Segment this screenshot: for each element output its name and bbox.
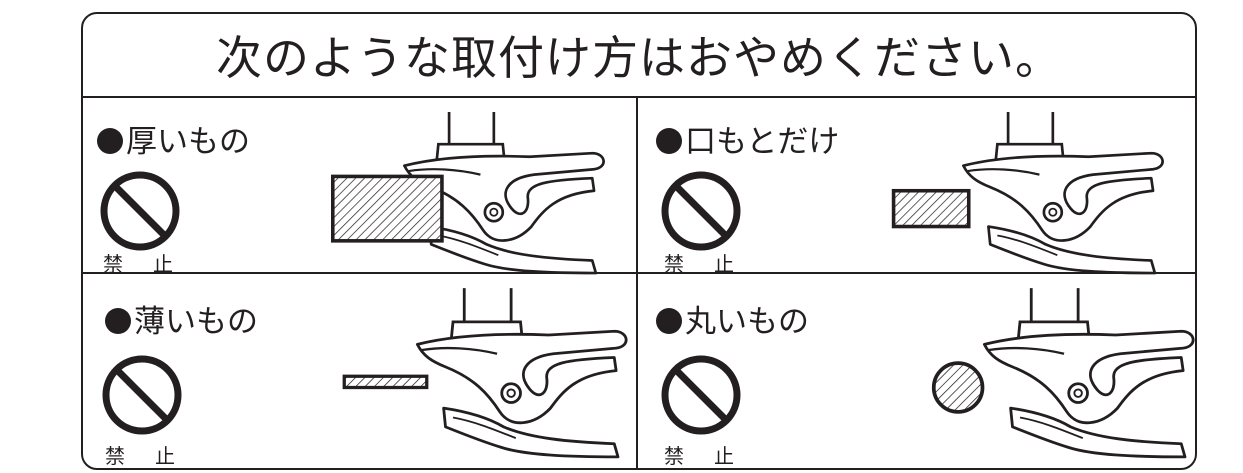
panel-label: 口もとだけ — [656, 116, 839, 161]
clip-icon — [342, 288, 628, 459]
title-divider — [83, 96, 1195, 98]
prohibition-icon — [661, 171, 741, 251]
thin-object — [342, 374, 429, 390]
bullet-icon — [656, 308, 682, 334]
panel-round: 丸いもの 禁止 — [638, 274, 1195, 468]
page-title: 次のような取付け方はおやめください。 — [216, 31, 1062, 85]
object-at-tip — [891, 188, 971, 229]
thick-object — [331, 174, 444, 243]
panel-label: 薄いもの — [105, 296, 258, 341]
prohibition-icon — [100, 171, 180, 251]
clip-icon — [931, 288, 1195, 459]
panel-label: 厚いもの — [97, 116, 250, 161]
prohibition-icon — [102, 355, 182, 435]
panel-mouth-only: 口もとだけ 禁止 — [638, 98, 1195, 276]
clip-icon — [331, 112, 605, 275]
bullet-icon — [97, 128, 123, 154]
prohibited-text: 禁止 — [664, 252, 734, 276]
prohibited-text: 禁止 — [103, 252, 173, 276]
bullet-icon — [105, 308, 131, 334]
row-divider — [83, 272, 1195, 274]
panel-label: 丸いもの — [656, 296, 809, 341]
prohibited-text: 禁止 — [105, 444, 175, 468]
bullet-icon — [656, 128, 682, 154]
round-object — [931, 361, 985, 414]
warning-frame: 次のような取付け方はおやめください。 厚いもの 禁止 口もとだけ 禁止 — [81, 12, 1197, 470]
panel-thick: 厚いもの 禁止 — [83, 98, 636, 276]
clip-icon — [891, 112, 1164, 275]
prohibition-icon — [661, 355, 741, 435]
panel-thin: 薄いもの 禁止 — [83, 274, 636, 468]
column-divider — [636, 96, 638, 468]
prohibited-text: 禁止 — [664, 444, 734, 468]
